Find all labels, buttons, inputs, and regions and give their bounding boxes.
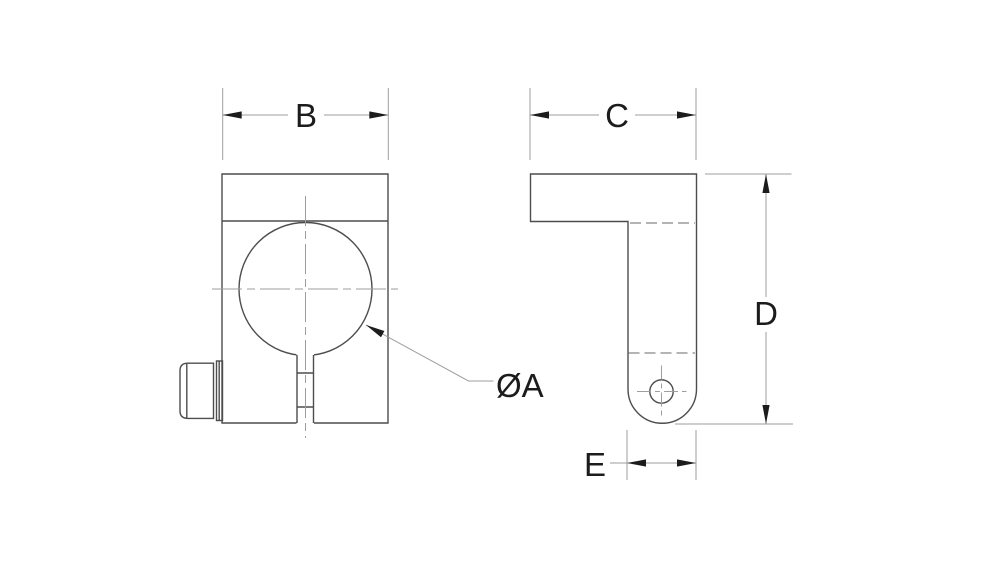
side-view xyxy=(529,173,698,424)
leader-line-bore xyxy=(365,324,494,382)
arrowhead-d-top xyxy=(762,174,770,193)
screw-head xyxy=(179,362,215,420)
dimension-e: E xyxy=(584,430,697,483)
arrowhead-bore-leader xyxy=(366,325,385,338)
arrowhead-d-bottom xyxy=(762,405,770,424)
bracket-outline xyxy=(529,173,698,424)
arrowhead-e-left xyxy=(627,459,646,467)
dimension-c: C xyxy=(529,88,697,160)
bore-circle xyxy=(238,221,373,357)
dim-label-bore-diameter: ØA xyxy=(496,367,544,404)
dimension-b: B xyxy=(222,88,389,160)
dim-label-c: C xyxy=(605,97,629,134)
slot-opening-mask xyxy=(296,349,314,424)
arrowhead-c-left xyxy=(530,111,549,119)
dim-label-e: E xyxy=(584,446,606,483)
dim-label-d: D xyxy=(754,295,778,332)
bore-diameter-callout: ØA xyxy=(365,324,544,404)
front-view xyxy=(179,173,398,438)
dim-label-b: B xyxy=(295,97,317,134)
dimension-d: D xyxy=(675,173,793,425)
arrowhead-b-left xyxy=(222,111,242,119)
arrowhead-b-right xyxy=(369,111,389,119)
arrowhead-c-right xyxy=(677,111,696,119)
clamp-body-outline xyxy=(221,173,389,424)
arrowhead-e-right xyxy=(677,459,696,467)
